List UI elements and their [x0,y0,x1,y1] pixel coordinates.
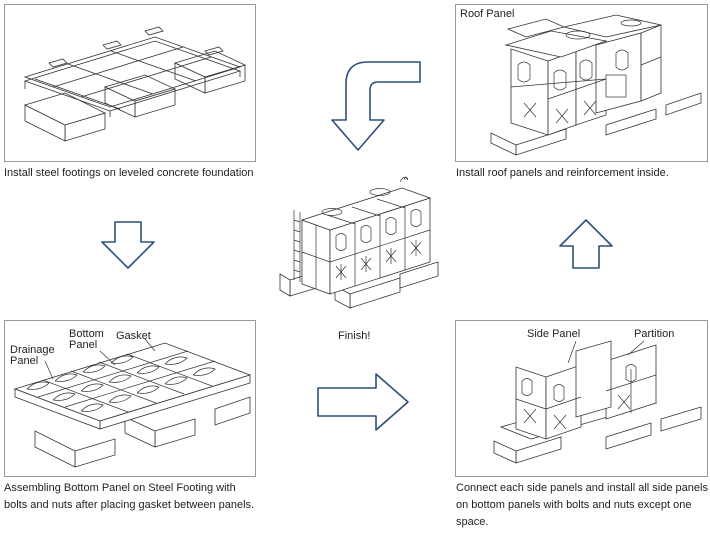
finish-illustration-wrap [270,170,445,310]
step2-panel [4,320,256,477]
step2-caption-line1: Assembling Bottom Panel on Steel Footing… [4,482,236,494]
bottom-panel-label-line2: Panel [69,339,98,351]
step3-panel [455,320,708,477]
step1-panel [4,4,256,162]
partition-label: Partition [634,328,675,340]
step4-caption: Install roof panels and reinforcement in… [456,167,669,179]
drainage-panel-label-line1: Drainage [10,344,55,356]
step4-illustration [490,14,702,156]
roof-panel-label: Roof Panel [460,8,515,20]
step3-caption-line2: on bottom panels with bolts and nuts exc… [456,499,692,511]
curved-arrow-icon [331,61,421,151]
finish-illustration [279,176,439,309]
step2-illustration [13,338,252,468]
step3-caption-line1: Connect each side panels and install all… [456,482,708,494]
side-panel-label: Side Panel [527,328,581,340]
gasket-label: Gasket [116,330,151,342]
step1-illustration [23,26,247,142]
up-arrow-icon [559,219,613,269]
step4-panel [455,4,708,162]
finish-caption: Finish! [338,330,371,342]
step3-illustration [493,340,702,464]
step2-caption-line2: bolts and nuts after placing gasket betw… [4,499,255,511]
right-arrow-icon [317,373,409,431]
step1-caption: Install steel footings on leveled concre… [4,167,254,179]
bottom-panel-label-line1: Bottom [69,328,104,340]
down-arrow-icon [101,221,155,269]
drainage-panel-label-line2: Panel [10,355,39,367]
step3-caption-line3: space. [456,516,489,528]
